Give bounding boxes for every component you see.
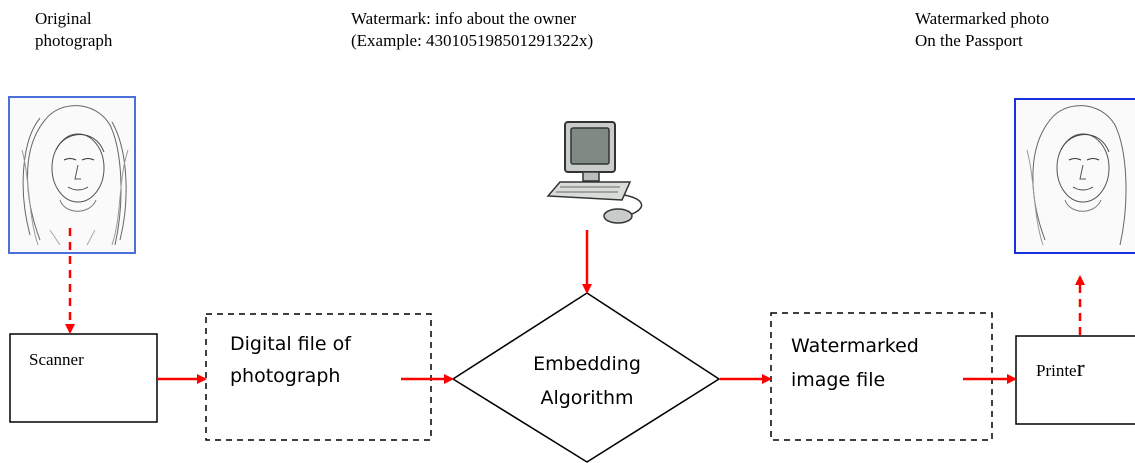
digital-file-line2: photograph xyxy=(230,365,341,387)
computer-icon xyxy=(546,121,643,224)
watermarked-caption-line1: Watermarked photo xyxy=(915,9,1050,28)
watermarked-photo xyxy=(1014,98,1135,254)
printer-box xyxy=(1015,335,1135,425)
embedding-line2: Algorithm xyxy=(540,387,634,409)
watermark-info-caption: Watermark: info about the owner (Example… xyxy=(351,8,593,52)
original-photograph-caption: Original photograph xyxy=(35,8,112,52)
scanner-label: Scanner xyxy=(29,350,84,369)
portrait-sketch-icon xyxy=(21,105,129,246)
embedding-line1: Embedding xyxy=(533,353,641,375)
watermark-caption-line1: Watermark: info about the owner xyxy=(351,9,577,28)
printer-label-last: r xyxy=(1076,356,1085,382)
digital-file-line1: Digital file of xyxy=(230,333,351,355)
printer-label-main: Printe xyxy=(1036,361,1077,380)
original-photo xyxy=(8,96,136,254)
watermarked-photo-caption: Watermarked photo On the Passport xyxy=(915,8,1049,52)
original-caption-line1: Original xyxy=(35,9,92,28)
digital-file-label: Digital file of photograph xyxy=(230,328,351,392)
embedding-label: Embedding Algorithm xyxy=(517,347,657,415)
embedding-algorithm-diamond xyxy=(451,292,721,463)
watermarked-file-line2: image file xyxy=(791,369,886,391)
watermarked-caption-line2: On the Passport xyxy=(915,31,1023,50)
printer-label: Printer xyxy=(1036,356,1085,383)
portrait-sketch-icon xyxy=(1026,105,1127,246)
watermarked-file-label: Watermarked image file xyxy=(791,329,919,397)
watermark-caption-line2: (Example: 430105198501291322x) xyxy=(351,31,594,50)
watermarked-file-line1: Watermarked xyxy=(791,335,919,357)
original-caption-line2: photograph xyxy=(35,31,113,50)
scanner-box xyxy=(9,333,158,423)
